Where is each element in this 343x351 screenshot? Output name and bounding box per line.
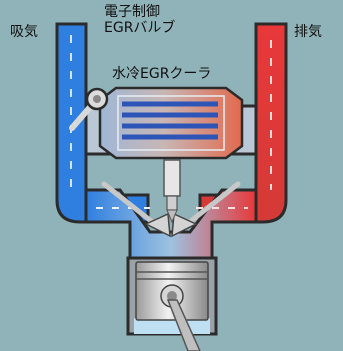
connecting-rod <box>166 299 201 351</box>
egr-valve-label-line2: EGRバルブ <box>104 20 176 36</box>
exhaust-label: 排気 <box>294 24 322 40</box>
cooler-label: 水冷EGRクーラ <box>112 66 212 82</box>
intake-label: 吸気 <box>10 24 38 40</box>
egr-valve-label-line1: 電子制御 <box>104 4 160 20</box>
intake-valve-icon <box>101 181 171 238</box>
exhaust-valve-icon <box>171 181 241 238</box>
egr-cooler <box>98 86 244 160</box>
piston-icon <box>135 261 209 321</box>
cooler-tubes <box>122 101 218 140</box>
intake-exhaust-ports <box>84 188 258 264</box>
egr-valve-icon <box>69 87 109 131</box>
fuel-injector-icon <box>163 159 181 224</box>
